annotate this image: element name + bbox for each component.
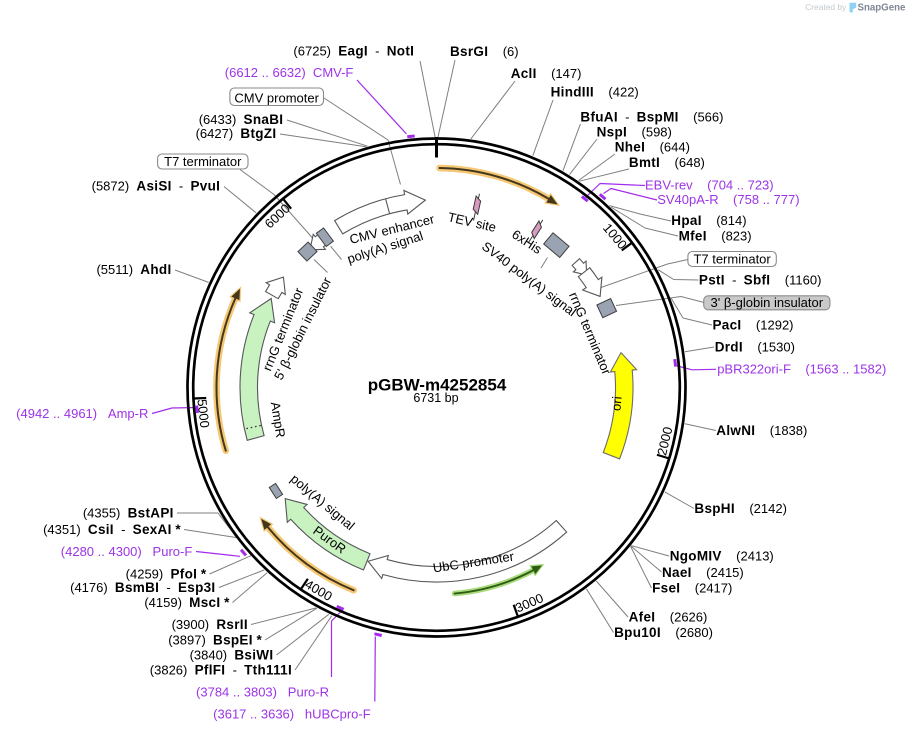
svg-text:AfeI (2626): AfeI (2626) <box>629 610 708 625</box>
svg-text:MfeI (823): MfeI (823) <box>679 229 752 244</box>
svg-text:AmpR: AmpR <box>268 401 288 439</box>
svg-text:NheI (644): NheI (644) <box>615 140 690 155</box>
svg-text:(3897) BspEI *: (3897) BspEI * <box>168 632 262 647</box>
svg-text:pBR322ori-F (1563 .. 1582): pBR322ori-F (1563 .. 1582) <box>717 362 886 377</box>
svg-text:(6725) EagI - NotI: (6725) EagI - NotI <box>293 44 414 59</box>
svg-text:(5511) AhdI: (5511) AhdI <box>96 262 171 277</box>
svg-text:Created by: Created by <box>805 2 847 12</box>
svg-text:pGBW-m4252854: pGBW-m4252854 <box>368 375 507 394</box>
svg-text:NspI (598): NspI (598) <box>597 124 672 139</box>
svg-text:(6433) SnaBI: (6433) SnaBI <box>199 112 284 127</box>
svg-text:(4259) PfoI *: (4259) PfoI * <box>126 566 207 581</box>
svg-text:6731 bp: 6731 bp <box>413 391 458 405</box>
svg-text:BsrGI (6): BsrGI (6) <box>450 44 519 59</box>
svg-text:DrdI (1530): DrdI (1530) <box>715 340 795 355</box>
svg-text:3' β-globin insulator: 3' β-globin insulator <box>711 295 824 310</box>
svg-text:AclI (147): AclI (147) <box>511 66 582 81</box>
svg-text:(4355) BstAPI: (4355) BstAPI <box>83 505 174 520</box>
svg-text:(3826) PflFI - Tth111I: (3826) PflFI - Tth111I <box>150 663 292 678</box>
svg-text:PstI - SbfI (1160): PstI - SbfI (1160) <box>699 273 822 288</box>
svg-text:(4159) MscI *: (4159) MscI * <box>144 595 230 610</box>
svg-text:T7 terminator: T7 terminator <box>164 154 242 169</box>
svg-text:(3900) RsrII: (3900) RsrII <box>172 617 248 632</box>
svg-text:(3784 .. 3803) Puro-R: (3784 .. 3803) Puro-R <box>196 685 329 700</box>
svg-text:PacI (1292): PacI (1292) <box>713 317 794 332</box>
svg-text:SV40pA-R (758 .. 777): SV40pA-R (758 .. 777) <box>657 192 799 207</box>
svg-text:(6427) BtgZI: (6427) BtgZI <box>196 126 277 141</box>
svg-text:T7 terminator: T7 terminator <box>693 252 771 267</box>
svg-text:(4280 .. 4300) Puro-F: (4280 .. 4300) Puro-F <box>61 544 193 559</box>
svg-text:AlwNI (1838): AlwNI (1838) <box>716 423 807 438</box>
svg-text:ori: ori <box>608 396 624 412</box>
svg-text:BspHI (2142): BspHI (2142) <box>694 501 787 516</box>
svg-text:5000: 5000 <box>194 398 212 428</box>
svg-text:FseI (2417): FseI (2417) <box>652 581 732 596</box>
svg-text:(5872) AsiSI - PvuI: (5872) AsiSI - PvuI <box>92 179 221 194</box>
svg-text:EBV-rev (704 .. 723): EBV-rev (704 .. 723) <box>645 178 774 193</box>
svg-text:(3840) BsiWI: (3840) BsiWI <box>190 648 274 663</box>
svg-text:(4351) CsiI - SexAI *: (4351) CsiI - SexAI * <box>43 522 181 537</box>
svg-text:NaeI (2415): NaeI (2415) <box>662 565 744 580</box>
svg-text:2000: 2000 <box>654 425 675 457</box>
svg-text:CMV promoter: CMV promoter <box>234 91 319 106</box>
svg-text:BmtI (648): BmtI (648) <box>629 155 705 170</box>
svg-text:(3617 .. 3636) hUBCpro-F: (3617 .. 3636) hUBCpro-F <box>213 707 371 722</box>
svg-text:SnapGene: SnapGene <box>858 3 906 14</box>
svg-text:BfuAI - BspMI (566): BfuAI - BspMI (566) <box>580 110 723 125</box>
svg-text:Bpu10I (2680): Bpu10I (2680) <box>614 625 713 640</box>
svg-text:(6612 .. 6632) CMV-F: (6612 .. 6632) CMV-F <box>225 65 354 80</box>
svg-text:(4942 .. 4961) Amp-R: (4942 .. 4961) Amp-R <box>16 406 148 421</box>
svg-text:NgoMIV (2413): NgoMIV (2413) <box>670 549 774 564</box>
svg-text:HpaI (814): HpaI (814) <box>671 213 746 228</box>
svg-text:(4176) BsmBI - Esp3I: (4176) BsmBI - Esp3I <box>70 580 215 595</box>
svg-text:HindIII (422): HindIII (422) <box>551 85 639 100</box>
